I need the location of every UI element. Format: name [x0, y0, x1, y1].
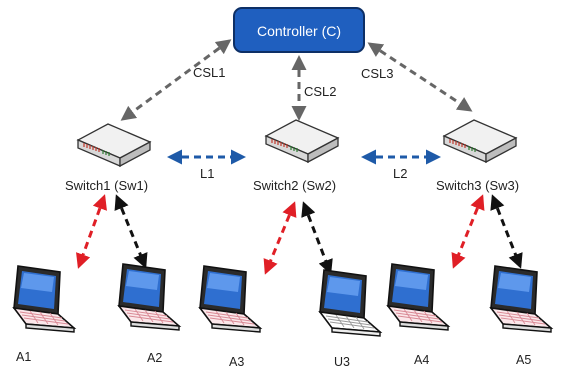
switch-icon: [265, 119, 339, 163]
host-label-a1: A1: [16, 350, 31, 364]
host-a3: A3: [199, 265, 261, 367]
laptop-icon: [387, 263, 449, 331]
laptop-icon: [199, 265, 261, 333]
switch-icon: [77, 123, 151, 167]
black-link-sw2-u3: [301, 201, 333, 275]
switch-sw2: Switch2 (Sw2): [253, 119, 339, 193]
inter-switch-link-label-l1: L1: [200, 166, 214, 181]
laptop-icon: [490, 265, 552, 333]
red-link-sw2-a3: [263, 201, 297, 275]
black-link-sw3-a5: [490, 194, 523, 269]
host-label-a5: A5: [516, 353, 531, 367]
red-link-sw3-a4: [451, 194, 485, 269]
red-link-sw1-a1: [76, 194, 107, 269]
black-link-sw1-a2: [114, 194, 148, 269]
laptop-icon: [13, 265, 75, 333]
host-label-a4: A4: [414, 353, 429, 367]
host-a2: A2: [118, 263, 180, 365]
control-link-csl1: [120, 39, 232, 121]
controller-box: [233, 7, 365, 53]
black-links: [114, 194, 523, 275]
host-label-a3: A3: [229, 355, 244, 367]
host-a1: A1: [13, 265, 75, 364]
laptop-icon: [319, 269, 381, 337]
control-link-csl3: [367, 42, 473, 112]
red-links: [76, 194, 485, 275]
switch-label-sw1: Switch1 (Sw1): [65, 178, 148, 193]
controller-label: Controller (C): [257, 23, 341, 39]
host-u3: U3: [319, 269, 381, 367]
laptop-icon: [118, 263, 180, 331]
host-label-a2: A2: [147, 351, 162, 365]
switch-label-sw3: Switch3 (Sw3): [436, 178, 519, 193]
controller-node: Controller (C): [233, 7, 365, 53]
switch-sw1: Switch1 (Sw1): [65, 123, 151, 193]
host-label-u3: U3: [334, 355, 350, 367]
host-a5: A5: [490, 265, 552, 367]
switch-sw3: Switch3 (Sw3): [436, 119, 519, 193]
switch-label-sw2: Switch2 (Sw2): [253, 178, 336, 193]
control-links: [120, 39, 473, 121]
host-a4: A4: [387, 263, 449, 367]
control-link-label-csl2: CSL2: [304, 84, 337, 99]
inter-switch-link-label-l2: L2: [393, 166, 407, 181]
control-link-label-csl1: CSL1: [193, 65, 226, 80]
switch-icon: [443, 119, 517, 163]
control-link-label-csl3: CSL3: [361, 66, 394, 81]
